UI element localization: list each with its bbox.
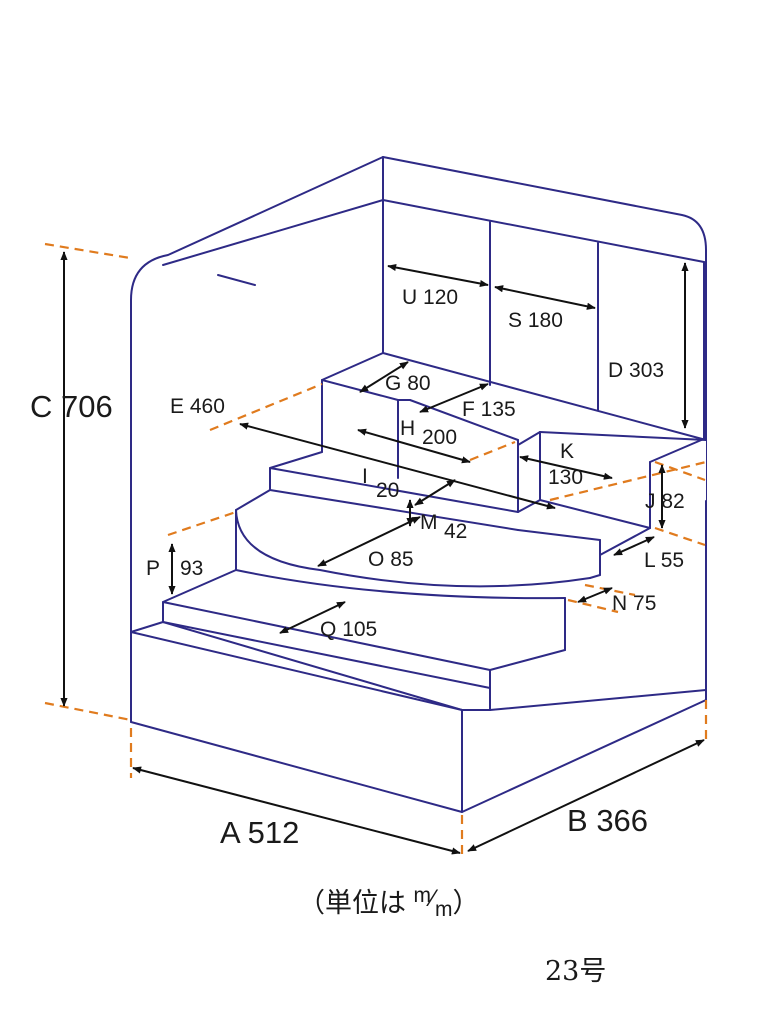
label-c: C 706	[30, 389, 113, 424]
label-l: L 55	[644, 549, 684, 572]
base-top-front-edge	[130, 631, 463, 711]
unit-numerator: m	[414, 884, 432, 907]
svg-text:（単位は m⁄m）: （単位は m⁄m）	[298, 884, 480, 921]
label-i-letter: I	[362, 465, 368, 488]
back-wall-inner-top-edge	[382, 199, 705, 263]
guide-n-right	[584, 583, 636, 597]
label-b: B 366	[567, 803, 648, 838]
label-s: S 180	[508, 309, 563, 332]
label-h-letter: H	[400, 417, 415, 440]
round-step-top-arc	[235, 489, 591, 588]
label-k-value: 130	[548, 466, 583, 489]
back-walls	[130, 156, 707, 723]
k-block-top-left-edge	[517, 431, 541, 446]
label-k-letter: K	[560, 440, 574, 463]
dimension-arrows	[60, 251, 705, 855]
guide-n-left	[567, 598, 619, 614]
arrow-k	[519, 455, 613, 480]
label-j: J 82	[645, 490, 685, 513]
arrow-g	[359, 361, 409, 393]
lower-step-right-edge	[489, 649, 566, 671]
arrow-i	[414, 479, 456, 506]
arrow-f	[419, 383, 489, 413]
label-m-value: 42	[444, 520, 467, 543]
base-block	[130, 621, 707, 813]
k-block-top-back-edge	[539, 431, 707, 441]
unit-denominator: m	[435, 898, 453, 921]
guide-e-right	[549, 460, 707, 502]
base-top-edge	[130, 621, 491, 711]
middle-step-top-back-edge	[269, 451, 323, 491]
right-wall-outline	[382, 156, 707, 701]
lower-step-back-edge	[162, 601, 491, 671]
arrow-e	[239, 422, 556, 510]
label-u: U 120	[402, 286, 458, 309]
k-block-bottom-edge	[539, 499, 651, 529]
base-top-right-edge	[489, 689, 707, 711]
arrow-u	[387, 263, 489, 288]
base-outline	[130, 631, 707, 813]
unit-note-open: （単位は	[298, 888, 414, 918]
unit-note: （単位は m⁄m）	[298, 884, 480, 921]
left-wall-inner-top-edge	[162, 199, 384, 266]
arrow-b	[467, 739, 705, 852]
middle-step-right-edge	[517, 529, 601, 541]
left-wall-ledge-edge	[217, 274, 256, 286]
label-p-value: 93	[180, 557, 203, 580]
label-n: N 75	[612, 592, 656, 615]
label-h-value: 200	[422, 426, 457, 449]
guide-c-bottom	[44, 701, 132, 722]
guide-e-left	[209, 382, 323, 432]
round-step-block	[235, 489, 601, 651]
arrow-n	[577, 587, 613, 603]
arrow-o	[317, 516, 421, 567]
upper-block-top-edge	[321, 352, 707, 441]
label-i-value: 20	[376, 479, 399, 502]
guide-j-bottom	[654, 526, 706, 547]
left-wall-outline	[130, 156, 384, 723]
round-step-right-join	[589, 574, 601, 579]
label-o: O 85	[368, 548, 414, 571]
arrow-q	[279, 601, 346, 634]
arrow-s	[494, 285, 596, 310]
arrow-l	[613, 536, 655, 556]
arrow-a	[132, 766, 461, 855]
label-p-letter: P	[146, 557, 160, 580]
model-number: 23号	[545, 956, 606, 987]
guide-p-top	[167, 510, 237, 537]
label-d: D 303	[608, 359, 664, 382]
guide-c-top	[44, 242, 131, 260]
label-e: E 460	[170, 395, 225, 418]
k-block-top-right-edge	[649, 437, 707, 463]
unit-note-close: ）	[453, 888, 480, 918]
dimension-labels: C 706 A 512 B 366 D 303 U 120 S 180 G 80…	[30, 286, 685, 850]
label-g: G 80	[385, 372, 431, 395]
label-q: Q 105	[320, 618, 377, 641]
label-a: A 512	[220, 815, 299, 850]
round-step-front-arc	[235, 569, 566, 600]
label-f: F 135	[462, 398, 516, 421]
label-m-letter: M	[420, 511, 438, 534]
